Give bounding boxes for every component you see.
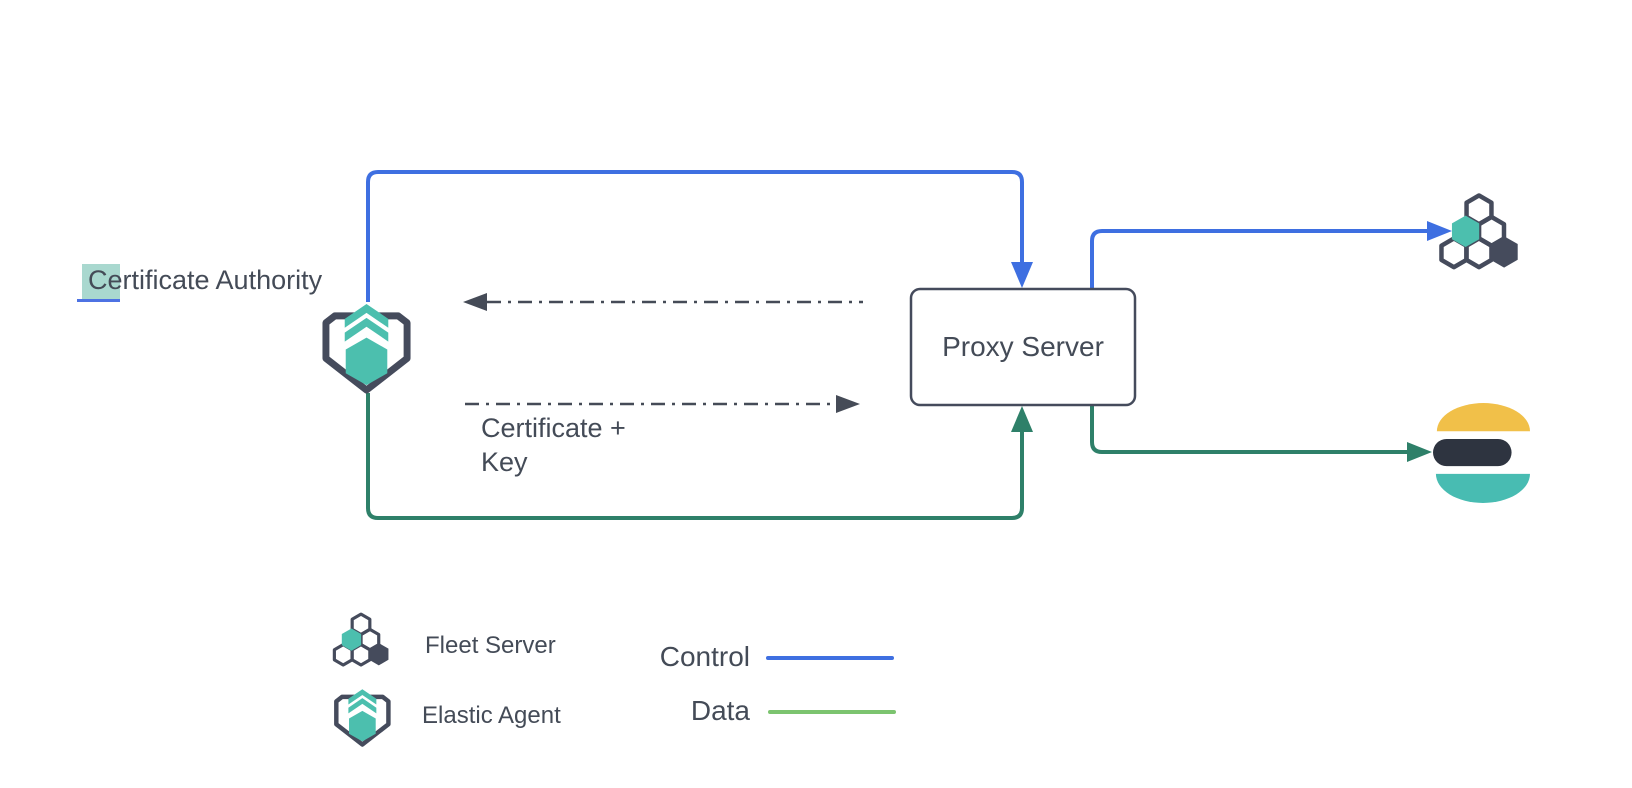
text-cursor-underline	[77, 299, 120, 302]
legend-control-label[interactable]: Control	[659, 641, 750, 672]
text-selection-highlight	[82, 264, 120, 300]
proxy-server-label[interactable]: Proxy Server	[942, 331, 1104, 362]
certificate-authority-label[interactable]: Certificate Authority	[88, 262, 322, 298]
elasticsearch-icon[interactable]	[1433, 403, 1530, 503]
legend-elastic-agent-icon[interactable]	[336, 689, 388, 744]
arrowhead-down-icon	[1011, 262, 1033, 288]
certificate-authority-rest: ertificate Authority	[107, 265, 323, 295]
arrowhead-up-icon	[1011, 406, 1033, 432]
legend-elastic-agent-label[interactable]: Elastic Agent	[422, 702, 561, 729]
proxy-server-box[interactable]	[909, 287, 1137, 407]
dashed-connector-toward-proxy[interactable]	[465, 395, 860, 413]
dashed-connector-toward-agent[interactable]	[463, 293, 863, 311]
certificate-key-label[interactable]: Certificate + Key	[481, 413, 626, 477]
data-connector-agent-to-proxy[interactable]	[366, 393, 1033, 520]
arrowhead-right-icon	[1407, 442, 1432, 462]
legend-data-label[interactable]: Data	[690, 695, 750, 726]
control-connector-agent-to-proxy[interactable]	[366, 170, 1033, 302]
legend-fleet-server-icon[interactable]	[332, 612, 391, 667]
arrowhead-right-icon	[1427, 221, 1452, 241]
data-connector-path	[1090, 406, 1408, 454]
control-connector-path	[366, 170, 1024, 302]
data-connector-proxy-to-es[interactable]	[1090, 406, 1432, 462]
control-connector-path	[1090, 229, 1428, 288]
legend-fleet-server-label[interactable]: Fleet Server	[425, 632, 556, 659]
control-connector-proxy-to-fleet[interactable]	[1090, 221, 1452, 288]
arrowhead-left-icon	[463, 293, 487, 311]
fleet-server-icon[interactable]	[1441, 195, 1517, 267]
elastic-agent-icon[interactable]	[326, 304, 407, 390]
data-connector-path	[366, 393, 1024, 520]
certificate-authority-selected-char: C	[88, 265, 108, 295]
arrowhead-right-icon	[836, 395, 860, 413]
